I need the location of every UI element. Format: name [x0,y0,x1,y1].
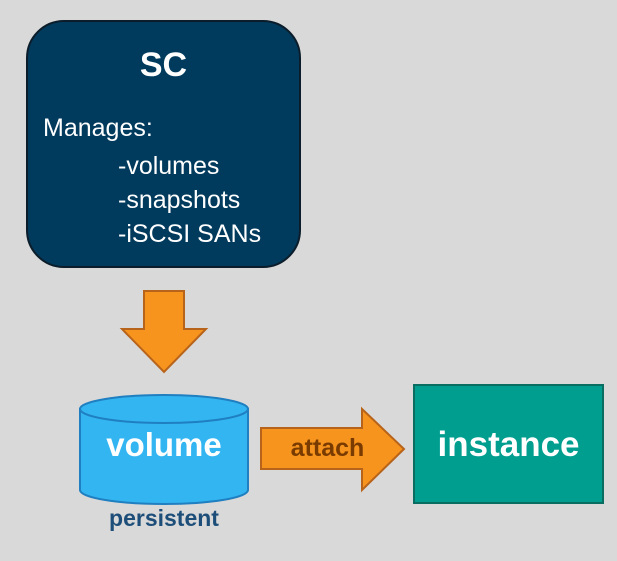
attach-label: attach [290,434,365,462]
volume-label: volume [106,426,222,463]
volume-cylinder [79,394,249,505]
sc-managed-item-volumes: -volumes [118,152,220,180]
sc-managed-item-snapshots: -snapshots [118,186,241,214]
sc-managed-item-iscsi-sans: -iSCSI SANs [118,220,262,248]
instance-box: instance [413,384,604,504]
volume-caption: persistent [109,505,219,531]
instance-label: instance [437,425,580,464]
sc-box: SC Manages: -volumes -snapshots -iSCSI S… [26,20,301,268]
sc-title: SC [139,46,188,84]
attach-arrow [260,406,406,493]
sc-managed-list: -volumes -snapshots -iSCSI SANs [118,149,261,251]
volume-cylinder-top [79,394,249,424]
volume-cylinder-body [79,408,249,505]
sc-manages-label: Manages: [43,114,153,142]
down-arrow [119,290,209,374]
